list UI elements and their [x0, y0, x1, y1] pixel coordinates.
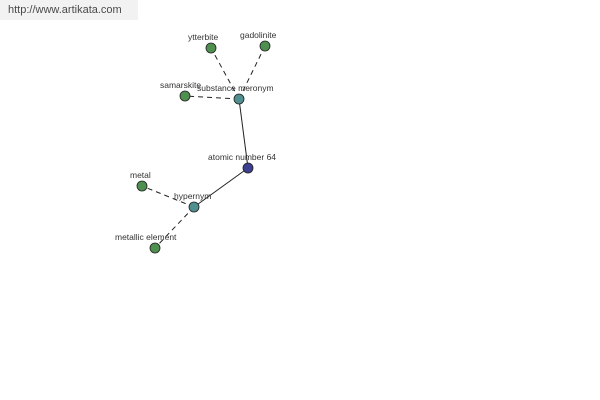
- node-label-substance[interactable]: substance meronym: [197, 83, 274, 93]
- node-label-atomic[interactable]: atomic number 64: [208, 152, 276, 162]
- site-url-link[interactable]: http://www.artikata.com: [8, 4, 122, 16]
- node-label-metallic[interactable]: metallic element: [115, 232, 177, 242]
- edge-atomic-substance: [238, 98, 249, 169]
- node-atomic[interactable]: [242, 162, 254, 174]
- node-substance[interactable]: [233, 93, 245, 105]
- node-label-samarskite[interactable]: samarskite: [160, 80, 201, 90]
- edge-hypernym-metallic: [154, 206, 195, 249]
- node-ytterbite[interactable]: [205, 42, 217, 54]
- graph-edges: [141, 45, 266, 249]
- node-label-ytterbite[interactable]: ytterbite: [188, 32, 219, 42]
- node-gadolinite[interactable]: [259, 40, 271, 52]
- url-banner: http://www.artikata.com: [0, 0, 138, 20]
- edge-atomic-hypernym: [193, 167, 249, 208]
- node-hypernym[interactable]: [188, 201, 200, 213]
- node-metal[interactable]: [136, 180, 148, 192]
- edge-substance-ytterbite: [210, 47, 240, 100]
- edge-hypernym-metal: [141, 185, 195, 208]
- node-metallic[interactable]: [149, 242, 161, 254]
- edge-substance-samarskite: [184, 95, 240, 100]
- node-label-metal[interactable]: metal: [130, 170, 151, 180]
- graph-labels: atomic number 64 substance meronym hyperny…: [115, 30, 277, 242]
- graph-nodes: [136, 40, 271, 254]
- edge-substance-gadolinite: [238, 45, 266, 100]
- node-samarskite[interactable]: [179, 90, 191, 102]
- node-label-hypernym[interactable]: hypernym: [174, 191, 211, 201]
- node-label-gadolinite[interactable]: gadolinite: [240, 30, 277, 40]
